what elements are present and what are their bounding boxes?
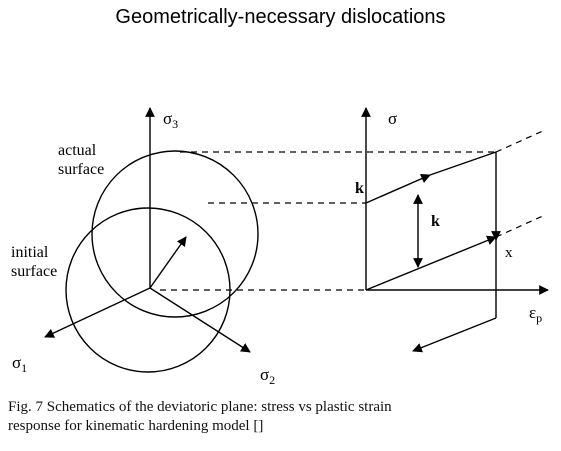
- upper-yield-line: [365, 174, 431, 204]
- caption-line-2: response for kinematic hardening model […: [8, 418, 264, 434]
- caption-line-1: Fig. 7 Schematics of the deviatoric plan…: [8, 399, 392, 415]
- actual-surface-label-line2: surface: [58, 161, 104, 178]
- projection-lines: [160, 129, 546, 291]
- initial-surface-label-line2: surface: [11, 263, 57, 280]
- deviatoric-plane-diagram: σ3 σ1 σ2 actual surface initial surface: [11, 107, 275, 387]
- x-label: x: [505, 245, 513, 261]
- k-axis-label: k: [355, 180, 364, 197]
- sigma3-label: σ3: [163, 109, 178, 131]
- plastic-strain-label: εp: [529, 303, 542, 325]
- reverse-loading-line: [412, 317, 497, 353]
- k-gap-label: k: [431, 213, 440, 230]
- sigma1-label: σ1: [12, 353, 27, 375]
- sigma2-axis: [149, 287, 251, 353]
- back-stress-arrow: [149, 236, 187, 289]
- stress-strain-diagram: [361, 107, 549, 353]
- upper-yield-line-rest: [429, 151, 497, 176]
- sigma1-axis: [44, 287, 151, 338]
- hardening-extension-upper: [495, 129, 546, 153]
- slide-title: Geometrically-necessary dislocations: [115, 6, 446, 28]
- figure-caption: Fig. 7 Schematics of the deviatoric plan…: [8, 398, 548, 436]
- initial-surface-label-line1: initial: [11, 244, 49, 261]
- back-stress-line: [365, 235, 497, 291]
- hardening-extension-lower: [495, 214, 546, 238]
- actual-surface-label-line1: actual: [58, 142, 97, 159]
- actual-yield-surface: [91, 150, 259, 318]
- sigma-label: σ: [388, 109, 397, 128]
- sigma2-label: σ2: [260, 365, 275, 387]
